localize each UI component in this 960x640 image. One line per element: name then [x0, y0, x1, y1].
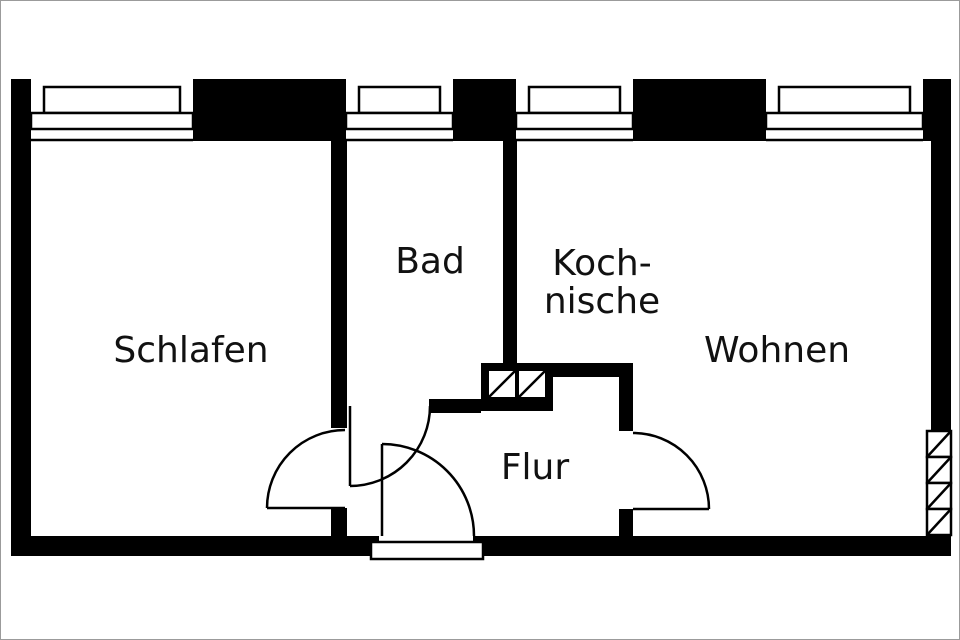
utility-shaft-vents [488, 370, 546, 398]
entrance-door [380, 442, 476, 537]
chimney-vents [925, 429, 953, 537]
room-label-wohnen: Wohnen [703, 330, 851, 371]
door-swing-arc [632, 431, 711, 510]
wall-schlafen-flur-lower [331, 508, 347, 536]
bad-door [348, 405, 432, 488]
door-openings [331, 399, 633, 556]
room-label-bad: Bad [395, 241, 465, 282]
wall-schlafen-flur-upper [331, 141, 347, 428]
window-kochnische [514, 79, 635, 142]
wall-flur-wohnen-lower [619, 509, 633, 536]
window-bad [344, 79, 455, 142]
wall-flur-wohnen-upper [619, 363, 633, 431]
wall-bad-bottom [429, 399, 481, 413]
wohnen-door [632, 431, 711, 511]
entrance-threshold [369, 540, 485, 561]
door-swing-arc [265, 428, 346, 509]
doors [265, 405, 711, 537]
kochnische-label-line1: Koch- [552, 243, 652, 284]
outer-walls [11, 79, 951, 556]
kochnische-label-line2: nische [543, 281, 661, 322]
wall-left [11, 79, 31, 556]
schlafen-door-opening [331, 428, 347, 508]
door-swing-arc [381, 442, 476, 537]
room-label-schlafen: Schlafen [113, 330, 269, 371]
schlafen-door [265, 428, 346, 510]
window-wohnen [764, 79, 925, 142]
wall-kochnische-bottom [553, 363, 633, 377]
room-label-kochnische: Koch- nische [544, 245, 660, 321]
room-label-flur: Flur [500, 447, 570, 488]
wohnen-door-opening [619, 431, 633, 509]
window-schlafen [29, 79, 195, 142]
door-swing-arc [349, 405, 432, 488]
wall-bad-kochnische [503, 141, 517, 363]
windows [29, 79, 925, 142]
bad-door-opening [347, 399, 429, 413]
interior-walls [331, 141, 633, 536]
